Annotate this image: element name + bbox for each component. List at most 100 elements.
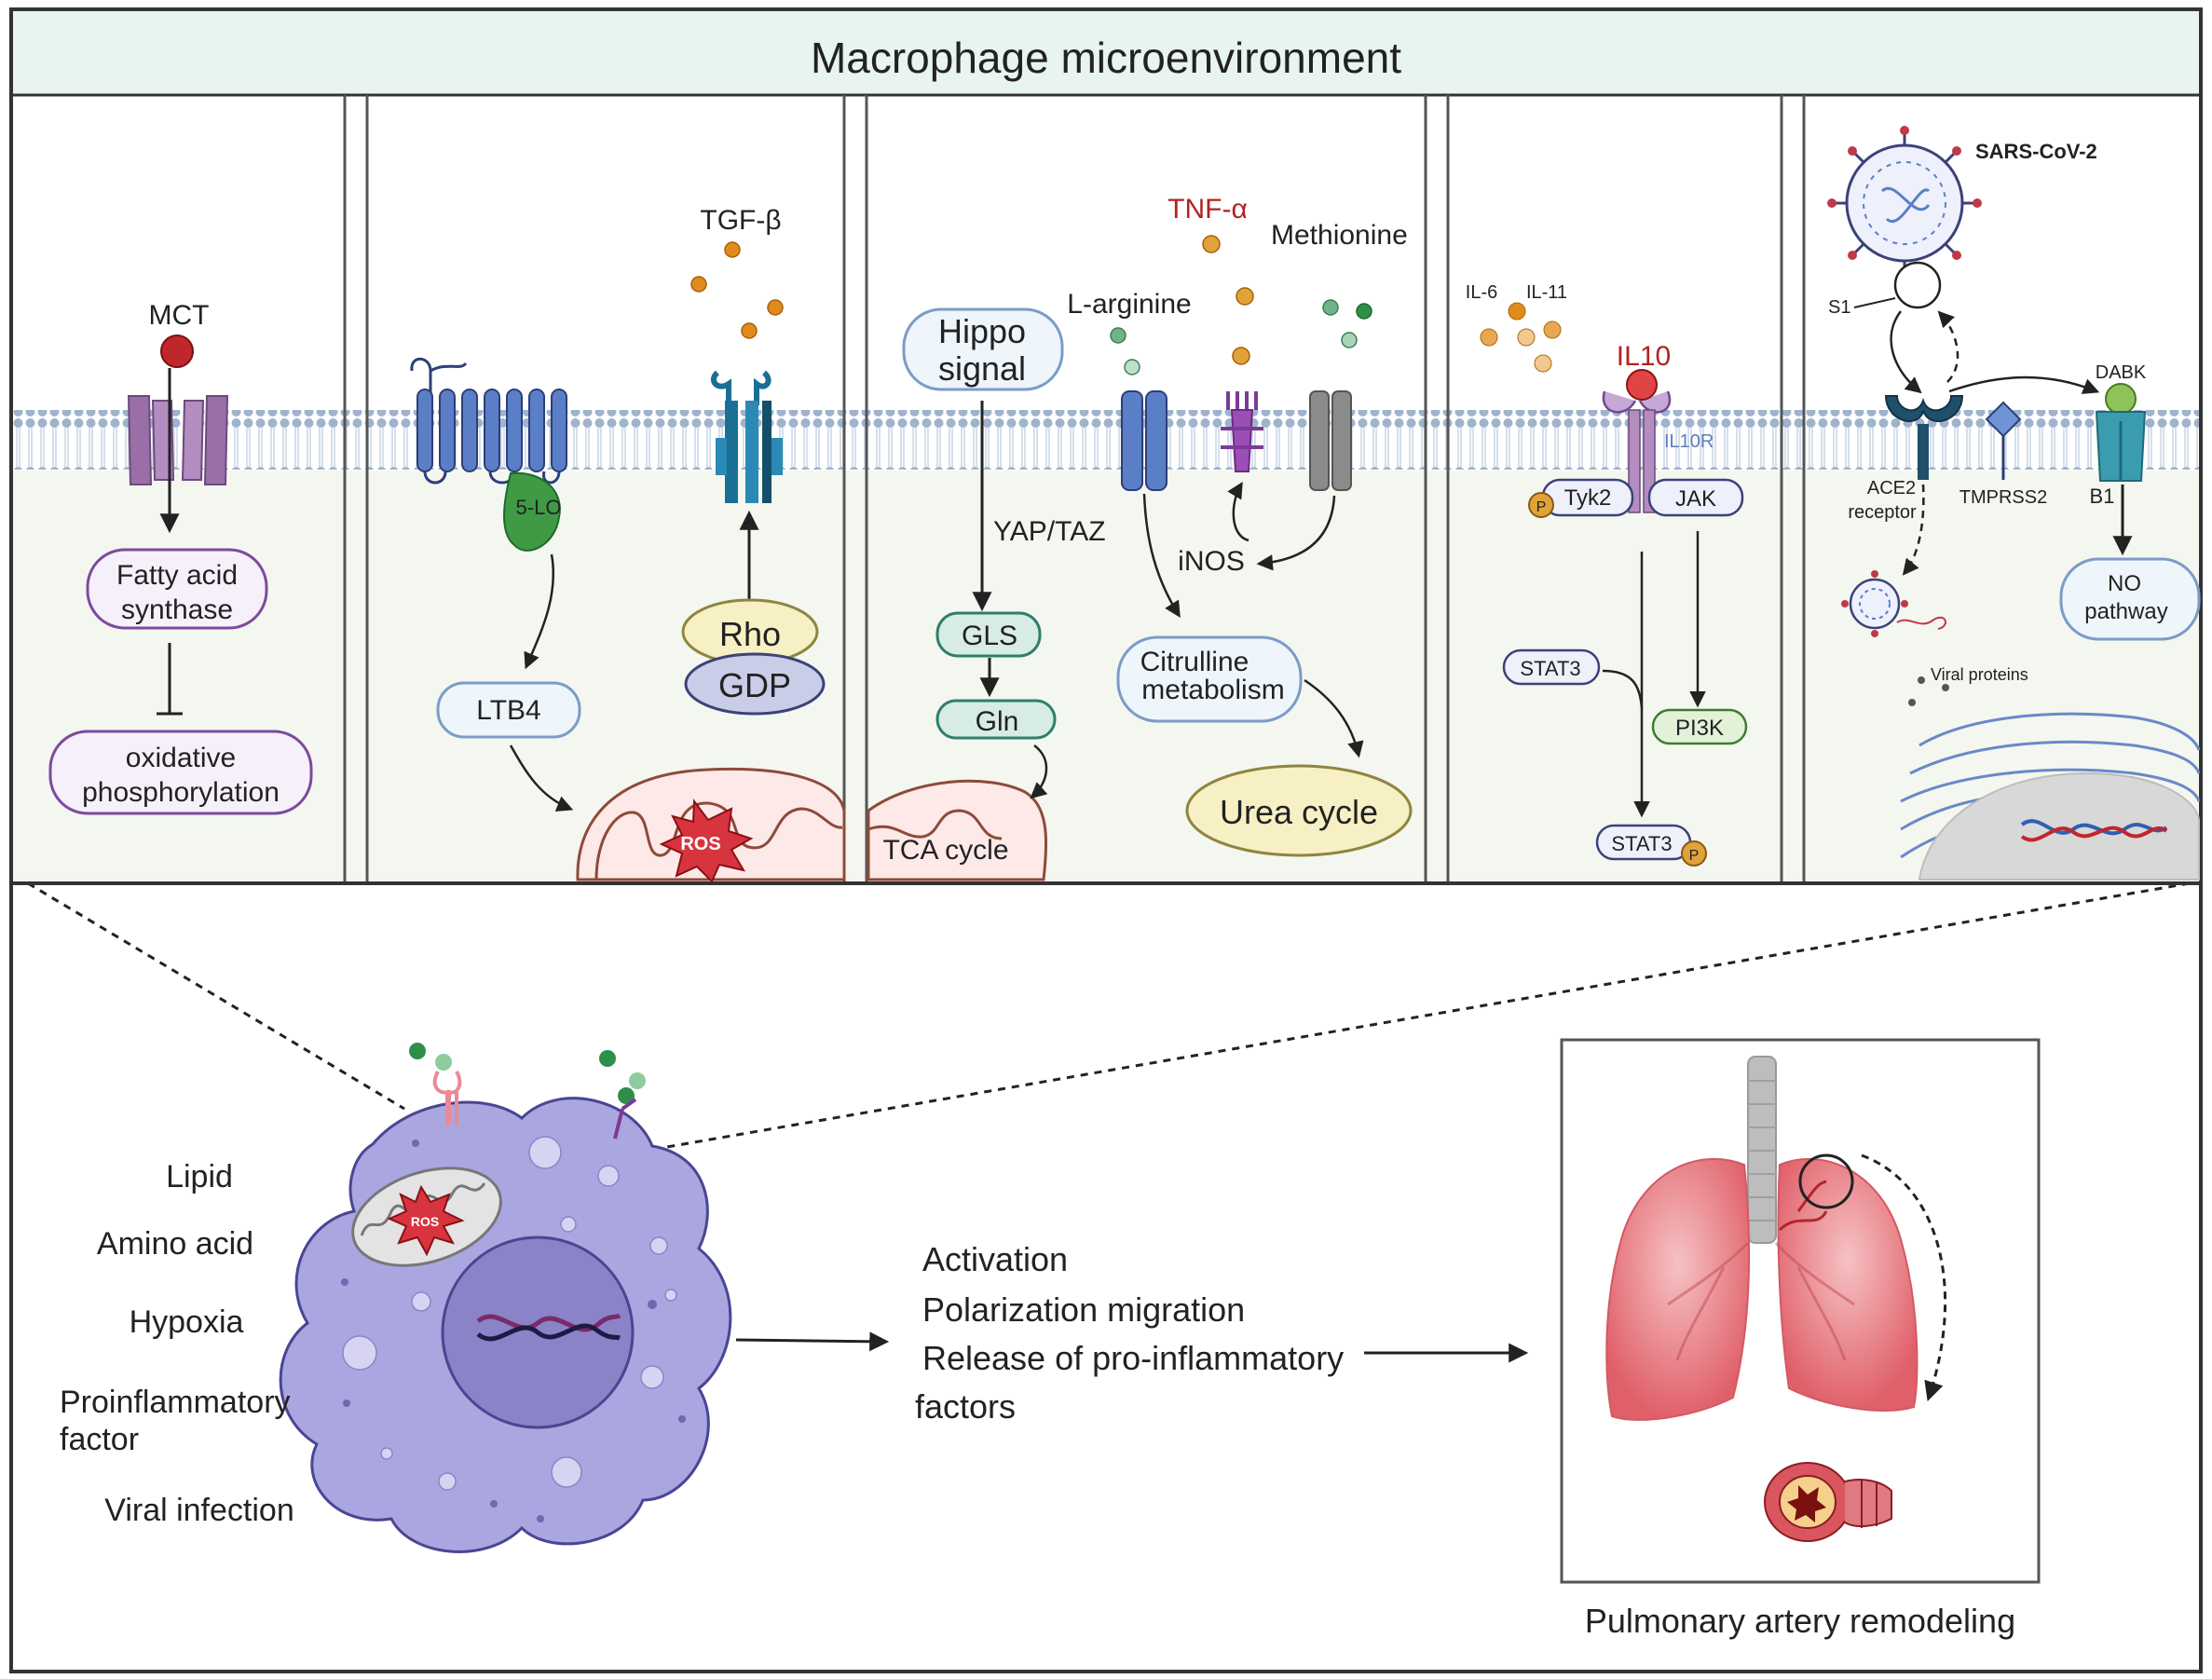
remodeled-artery xyxy=(1764,1462,1892,1542)
gls-box xyxy=(935,611,1042,658)
stat3-box xyxy=(1502,648,1601,686)
pi3k-label: PI3K xyxy=(1675,716,1724,741)
cell-dna-1 xyxy=(476,1313,621,1332)
il10-ligand xyxy=(1626,369,1658,401)
phospho-label: P xyxy=(1536,499,1547,515)
mct-ligand xyxy=(160,334,194,368)
panel-dividers xyxy=(343,95,1806,881)
factor-amino-acid: Amino acid xyxy=(97,1226,253,1262)
dabk-label: DABK xyxy=(2096,362,2147,383)
il10r-label: IL10R xyxy=(1664,431,1714,452)
mct-transporter xyxy=(127,395,229,485)
il10r-receptor xyxy=(1628,409,1641,513)
no-label-1: NO xyxy=(2108,571,2141,596)
cell-ros-label: ROS xyxy=(411,1214,439,1229)
dna-strand-2 xyxy=(2020,826,2168,842)
factor-proinflammatory: Proinflammatory xyxy=(60,1385,291,1420)
tyk2-label: Tyk2 xyxy=(1564,485,1612,511)
effect-activation: Activation xyxy=(922,1240,1068,1278)
arrow-cell-to-effects xyxy=(735,1331,890,1352)
fatty-acid-label-1: Fatty acid xyxy=(116,560,238,591)
effect-factors: factors xyxy=(915,1387,1016,1426)
hippo-label-1: Hippo xyxy=(938,312,1026,350)
factor-hypoxia: Hypoxia xyxy=(130,1304,244,1340)
no-label-2: pathway xyxy=(2084,599,2167,624)
ltb4-box xyxy=(436,681,581,739)
factor-labels: Lipid Amino acid Hypoxia Proinflammatory… xyxy=(60,1159,294,1528)
cytokine-molecules xyxy=(1480,302,1562,373)
methionine-label: Methionine xyxy=(1271,220,1408,251)
ros-label: ROS xyxy=(680,834,720,854)
sars-cov-2-virus xyxy=(1827,126,1982,274)
zoom-line-right xyxy=(661,881,2191,1150)
cell-ros-burst xyxy=(387,1184,465,1257)
cell-mitochondrion: ROS xyxy=(351,1167,502,1267)
no-pathway-box xyxy=(2059,557,2201,641)
s1-label: S1 xyxy=(1828,297,1850,318)
citrulline-box xyxy=(1116,635,1303,723)
tnf-molecules xyxy=(1202,235,1254,365)
panel-sars: SARS-CoV-2 S1 ACE2 receptor TMPRSS2 DABK… xyxy=(1827,126,2201,880)
tnf-alpha-label: TNF-α xyxy=(1167,194,1248,225)
jak-box xyxy=(1647,478,1744,517)
hippo-signal-box xyxy=(902,307,1064,391)
cell-membrane xyxy=(13,410,2199,470)
tca-cycle-label: TCA cycle xyxy=(882,835,1008,866)
mct-label: MCT xyxy=(149,300,210,331)
factor-viral-infection: Viral infection xyxy=(104,1493,294,1528)
citrulline-label-1: Citrulline xyxy=(1140,647,1249,677)
factor-lipid: Lipid xyxy=(166,1159,233,1194)
il6-label: IL-6 xyxy=(1466,282,1497,303)
tnf-receptor xyxy=(1226,391,1258,410)
internalized-virus xyxy=(1841,570,1908,637)
surface-receptors xyxy=(409,1043,646,1140)
methionine-molecules xyxy=(1322,299,1372,348)
ace2-label-1: ACE2 xyxy=(1867,478,1916,498)
ace2-receptor xyxy=(1884,395,1964,422)
rho-label: Rho xyxy=(719,615,781,653)
phospho-label-2: P xyxy=(1689,848,1700,864)
tgf-receptor xyxy=(710,370,783,503)
cell-dna-2 xyxy=(476,1323,621,1342)
arginine-transporter xyxy=(1121,390,1167,491)
l-arginine-label: L-arginine xyxy=(1067,289,1191,320)
panel-il10: IL-6 IL-11 IL10 IL10R Tyk2 P JAK STAT3 P… xyxy=(1466,282,1748,867)
cytoplasm xyxy=(13,471,2199,880)
macrophage-cell: ROS xyxy=(279,1043,732,1553)
fatty-acid-label-2: synthase xyxy=(121,594,233,625)
oxphos-label-1: oxidative xyxy=(126,743,236,773)
dabk-ligand xyxy=(2105,383,2137,415)
tgf-ligands xyxy=(690,241,784,339)
jak-label: JAK xyxy=(1675,486,1716,512)
stat3-label: STAT3 xyxy=(1520,657,1580,680)
left-lung xyxy=(1605,1157,1750,1421)
page-title: Macrophage microenvironment xyxy=(811,34,1401,82)
citrulline-label-2: metabolism xyxy=(1141,675,1284,705)
oxphos-box xyxy=(48,730,313,815)
five-lo-label: 5-LO xyxy=(516,496,562,519)
bottom-panel-frame xyxy=(9,881,2203,1673)
inos-label: iNOS xyxy=(1178,546,1245,577)
il10-label: IL10 xyxy=(1617,341,1671,372)
factor-factor: factor xyxy=(60,1422,139,1457)
tmprss2-label: TMPRSS2 xyxy=(1959,487,2047,508)
urea-cycle-label: Urea cycle xyxy=(1220,793,1378,831)
viral-proteins-label: Viral proteins xyxy=(1931,665,2028,684)
outcome-label: Pulmonary artery remodeling xyxy=(1585,1602,2015,1640)
panel-mct: MCT Fatty acid synthase oxidative phosph… xyxy=(48,300,313,815)
sars-cov-2-label: SARS-CoV-2 xyxy=(1975,140,2097,163)
gdp-protein xyxy=(684,652,826,716)
zoom-circle xyxy=(1798,1153,1854,1209)
gln-box xyxy=(935,699,1057,740)
nucleus-panel xyxy=(1918,771,2200,880)
yap-taz-label: YAP/TAZ xyxy=(993,516,1106,547)
effect-polarization: Polarization migration xyxy=(922,1290,1245,1329)
title-bar xyxy=(13,11,2199,95)
l-arginine-molecules xyxy=(1110,327,1140,375)
panel-tgf: 5-LO LTB4 TGF-β Rho GDP ROS xyxy=(410,205,846,883)
zoom-line-left xyxy=(27,881,405,1111)
tgf-beta-label: TGF-β xyxy=(700,205,781,236)
lungs xyxy=(1605,1056,1947,1542)
ltb4-label: LTB4 xyxy=(476,695,540,726)
